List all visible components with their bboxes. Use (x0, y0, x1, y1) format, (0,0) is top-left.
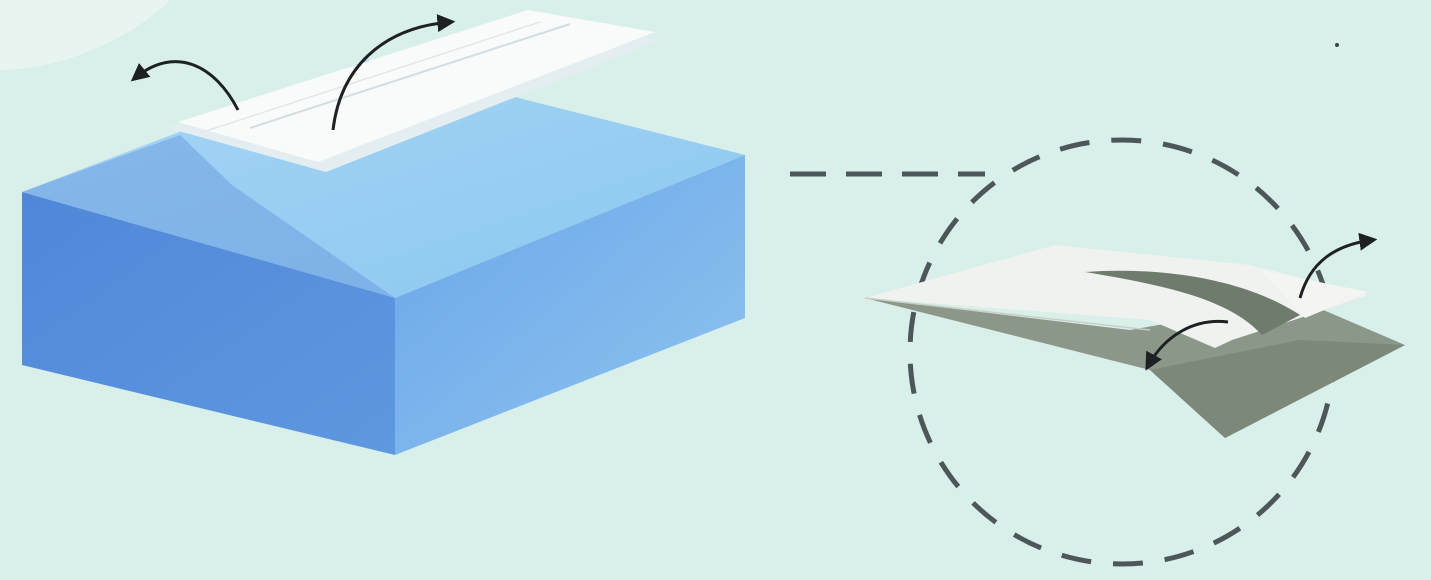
fold-arrow-right (331, 14, 456, 131)
zoomed-fold-detail (864, 245, 1405, 438)
box-side-face (395, 155, 745, 455)
fold-inner-curl (1085, 270, 1300, 335)
paper-strip-crease-2 (199, 21, 541, 134)
fold-light-top (865, 245, 1368, 348)
box-top-slot (22, 135, 395, 298)
speck (1335, 43, 1339, 47)
fold-edge-line (864, 297, 1151, 331)
paper-strip-crease (249, 23, 571, 129)
box-front-face (22, 192, 395, 455)
fold-right-flap (1260, 270, 1368, 318)
rectangular-box (22, 60, 745, 455)
corner-smudge (0, 0, 170, 70)
detail-arrow-down (1145, 319, 1229, 371)
paper-strip-on-box (168, 10, 660, 172)
paper-strip-top (178, 10, 655, 162)
detail-arrow-up (1298, 232, 1378, 299)
fold-shadow-plane (1150, 340, 1405, 438)
fold-arrow-left (130, 60, 240, 111)
